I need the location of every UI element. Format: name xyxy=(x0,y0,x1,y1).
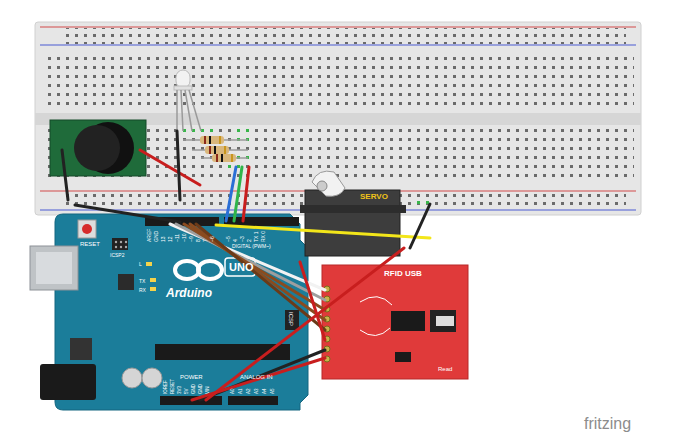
pin-label: ~9 xyxy=(189,236,194,242)
pin-label: A0 xyxy=(231,388,236,394)
pin-label: GND xyxy=(199,384,204,394)
board-model: UNO xyxy=(229,262,253,273)
pin-label: 8 xyxy=(196,239,201,242)
pin-label: 4 xyxy=(233,239,238,242)
pin-label: AREF xyxy=(147,229,152,242)
led-label: RX xyxy=(139,288,146,293)
pin-label: VIN xyxy=(206,386,211,394)
led-label: L xyxy=(139,262,142,267)
pin-label: GND xyxy=(154,231,159,242)
pin-label: A3 xyxy=(255,388,260,394)
led-label: TX xyxy=(139,279,145,284)
pin-label: 2 xyxy=(247,239,252,242)
part-label: Read xyxy=(438,366,452,372)
pin-label: ~5 xyxy=(226,236,231,242)
pin-label: 5V xyxy=(185,388,190,394)
pin-label: A2 xyxy=(247,388,252,394)
pin-label: GND xyxy=(192,384,197,394)
header-label: DIGITAL (PWM~) xyxy=(232,244,271,249)
pin-label: IOREF xyxy=(164,380,169,394)
header-label: ICSP xyxy=(288,312,294,326)
pin-label: A5 xyxy=(271,388,276,394)
pin-label: 12 xyxy=(168,236,173,242)
board-name: Arduino xyxy=(166,287,212,299)
watermark: fritzing xyxy=(584,416,631,432)
pin-label: A4 xyxy=(263,388,268,394)
header-label: ICSP2 xyxy=(110,253,124,258)
pin-label: 3V3 xyxy=(178,386,183,394)
pin-label: ~3 xyxy=(240,236,245,242)
pin-label: A1 xyxy=(239,388,244,394)
pin-label: ~10 xyxy=(182,234,187,242)
pin-label: 13 xyxy=(161,236,166,242)
part-label: SERVO xyxy=(360,193,388,201)
board-label: RESET xyxy=(80,241,100,247)
pin-label: ~6 xyxy=(210,236,215,242)
pin-label: 7 xyxy=(203,239,208,242)
header-label: POWER xyxy=(180,374,203,380)
pin-label: RX 0 xyxy=(261,231,266,242)
part-label: RFID USB xyxy=(384,270,422,278)
pin-label: RESET xyxy=(171,379,176,394)
header-label: ANALOG IN xyxy=(240,374,273,380)
pin-label: ~11 xyxy=(175,234,180,242)
pin-label: TX 1 xyxy=(254,231,259,242)
